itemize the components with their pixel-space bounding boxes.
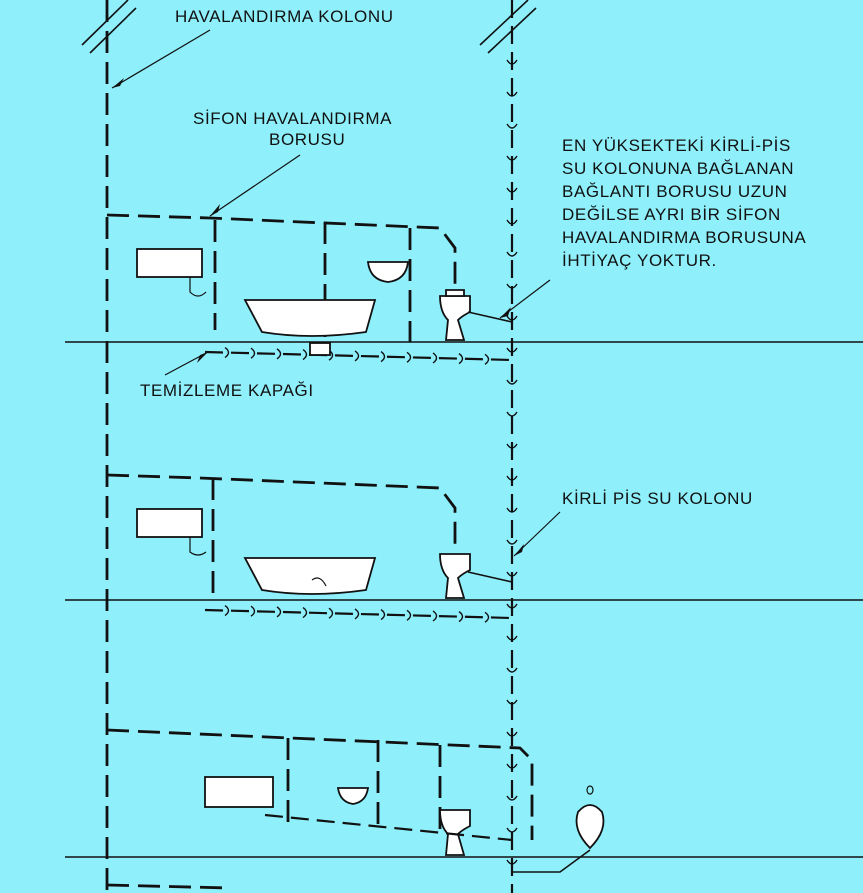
middle-bathtub [243, 557, 377, 595]
lower-urinal [575, 804, 605, 850]
vent-stack-bottom [106, 883, 231, 890]
flow-mark [432, 610, 438, 622]
flow-mark [250, 347, 256, 359]
flow-mark [302, 606, 308, 619]
flow-mark [484, 353, 490, 365]
flow-mark [406, 609, 412, 621]
flow-mark [506, 827, 518, 833]
flow-mark [506, 859, 518, 865]
flow-mark [506, 795, 518, 801]
flow-mark [224, 604, 230, 617]
flow-mark [406, 351, 412, 363]
soil-stack-leader [513, 511, 561, 557]
flow-mark [506, 603, 518, 609]
cleanout-label: TEMİZLEME KAPAĞI [140, 381, 314, 400]
upper-wc-branch [467, 311, 513, 323]
note-line-6: İHTİYAÇ YOKTUR. [562, 251, 717, 270]
flow-mark [380, 609, 386, 621]
vent-stack-label: HAVALANDIRMA KOLONU [175, 7, 394, 26]
flow-mark [506, 539, 518, 545]
flow-mark [506, 635, 518, 641]
trap-vent-leader [209, 154, 301, 217]
flow-mark [506, 571, 518, 577]
upper-wc [439, 295, 471, 341]
urinal-drain [512, 849, 591, 873]
upper-sink-fixture [136, 248, 203, 278]
upper-drain-flow-marks [224, 346, 490, 365]
lower-floor-drain [264, 813, 513, 842]
flow-mark [506, 731, 518, 737]
upper-washbasin [366, 261, 410, 283]
flow-mark [506, 219, 518, 225]
note-line-4: DEĞİLSE AYRI BİR SİFON [562, 205, 781, 224]
flow-mark [506, 443, 518, 449]
flow-mark [506, 251, 518, 257]
note-line-5: HAVALANDIRMA BORUSUNA [562, 228, 807, 247]
middle-floor-vents [106, 473, 457, 600]
flow-mark [250, 605, 256, 617]
flow-mark [506, 475, 518, 481]
urinal-flush-valve [586, 785, 594, 795]
flow-mark [506, 123, 518, 129]
flow-mark [506, 411, 518, 417]
flow-mark [506, 315, 518, 321]
vent-stack-leader [111, 29, 211, 89]
flow-mark [506, 699, 518, 705]
flow-mark [506, 379, 518, 385]
lower-sink-fixture [204, 776, 274, 808]
note-line-2: SU KOLONUNA BAĞLANAN [562, 159, 795, 178]
upper-bathtub [243, 299, 377, 337]
soil-stack-label: KİRLİ PİS SU KOLONU [562, 489, 753, 508]
trap-vent-label-line2: BORUSU [269, 130, 346, 149]
trap-vent-label-line1: SİFON HAVALANDIRMA [193, 109, 393, 128]
flow-mark [458, 611, 464, 623]
flow-mark [506, 59, 518, 65]
lower-washbasin [336, 787, 370, 805]
note-line-3: BAĞLANTI BORUSU UZUN [562, 182, 788, 201]
flow-mark [302, 348, 308, 361]
cleanout-cap [309, 342, 331, 356]
middle-sink-trap [189, 537, 207, 556]
flow-mark [484, 611, 490, 623]
upper-wc-tank [445, 289, 465, 297]
flow-mark [506, 155, 518, 161]
flow-mark [506, 283, 518, 289]
flow-mark [458, 353, 464, 365]
flow-mark [354, 608, 360, 620]
note-line-1: EN YÜKSEKTEKİ KİRLİ-PİS [562, 136, 791, 155]
note-leader [499, 279, 551, 319]
middle-drain-flow-marks [224, 604, 490, 623]
flow-mark [506, 91, 518, 97]
flow-mark [506, 507, 518, 513]
middle-sink-fixture [136, 508, 203, 538]
middle-wc-branch [467, 571, 513, 583]
flow-mark [224, 346, 230, 359]
flow-mark [276, 606, 282, 618]
vent-stack-break-mark [81, 0, 137, 54]
flow-mark [506, 347, 518, 353]
flow-mark [276, 348, 282, 360]
flow-mark [328, 607, 334, 619]
flow-mark [506, 187, 518, 193]
flow-mark [354, 350, 360, 362]
cleanout-leader [164, 351, 209, 376]
flow-mark [506, 763, 518, 769]
middle-bathtub-drain [311, 577, 327, 587]
flow-mark [380, 351, 386, 363]
lower-wc [439, 809, 471, 856]
upper-sink-trap [189, 277, 207, 297]
flow-mark [506, 667, 518, 673]
flow-mark [432, 352, 438, 364]
soil-stack-break-mark [479, 0, 537, 54]
soil-stack-flow-marks [506, 59, 518, 865]
middle-wc [439, 553, 471, 599]
